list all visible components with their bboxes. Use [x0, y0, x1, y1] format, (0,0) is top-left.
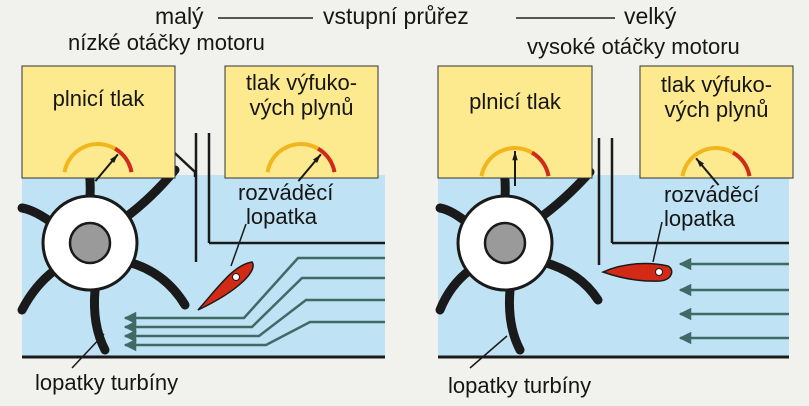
right-panel: [435, 65, 794, 369]
left-boost-gauge-needle-head: [110, 154, 118, 163]
right-exhaust-gauge-title-line1: tlak výfuko-: [660, 72, 773, 97]
right-exhaust-gauge-needle-head: [696, 158, 704, 167]
left-flow-arrow: [123, 276, 385, 334]
right-exhaust-gauge-title-line2: vých plynů: [664, 97, 769, 122]
right-boost-gauge-arc-normal: [479, 146, 533, 177]
label-large: velký: [624, 3, 677, 29]
right-vane-leader: [652, 221, 663, 263]
left-flow-arrow: [123, 256, 385, 325]
left-boost-gauge: [62, 142, 134, 182]
left-exhaust-gauge-title-line2: vých plynů: [249, 95, 354, 120]
label-small: malý: [155, 3, 204, 29]
right-exhaust-gauge-arc-high: [731, 150, 752, 177]
right-vane-label-line1: rozváděcí: [664, 182, 760, 207]
left-boost-gauge-arc-high: [113, 146, 134, 173]
left-vane-leader: [230, 223, 247, 267]
left-exhaust-gauge-arc-normal: [265, 142, 319, 173]
left-exhaust-gauge-arc-high: [316, 146, 337, 173]
left-vane-label-line2: lopatka: [246, 204, 317, 229]
left-boost-gauge-arc-normal: [62, 142, 116, 173]
left-flow-arrow: [123, 298, 385, 343]
right-boost-gauge-arc-high: [530, 150, 551, 177]
right-vane-label-line2: lopatka: [664, 206, 735, 231]
right-boost-gauge-title: plnicí tlak: [469, 89, 561, 114]
left-exhaust-gauge-title-line1: tlak výfuko-: [245, 70, 358, 95]
right-exhaust-gauge-arc-normal: [680, 146, 734, 177]
left-exhaust-gauge: [265, 142, 337, 182]
right-vane-pivot: [655, 268, 663, 276]
left-vane-pivot: [232, 273, 240, 281]
right-guide-vane: [600, 262, 673, 282]
left-exhaust-gauge-needle-head: [313, 154, 321, 163]
left-panel: [17, 65, 385, 369]
left-vane-label-line1: rozváděcí: [238, 180, 334, 205]
left-flow-arrow: [123, 320, 385, 352]
label-high-engine-speed: vysoké otáčky motoru: [527, 34, 740, 59]
left-boost-gauge-box: [21, 65, 176, 179]
label-cross-section: vstupní průřez: [323, 3, 469, 29]
left-turbine-blades-label: lopatky turbíny: [35, 370, 179, 395]
left-turbine-leader: [71, 333, 105, 369]
right-boost-gauge: [479, 146, 551, 186]
right-turbine-blades-label: lopatky turbíny: [448, 373, 592, 398]
right-exhaust-gauge: [680, 146, 752, 186]
right-turbine-leader: [469, 335, 508, 369]
left-guide-vane: [197, 261, 254, 311]
right-turbine-hub: [483, 221, 527, 265]
right-boost-gauge-needle-head: [512, 151, 518, 161]
left-boost-gauge-title: plnicí tlak: [52, 86, 145, 111]
left-exhaust-gauge-box: [224, 65, 379, 179]
left-turbine-hub: [68, 221, 112, 265]
left-flow-arrows: [123, 256, 385, 352]
right-exhaust-gauge-box: [639, 65, 794, 179]
label-low-engine-speed: nízké otáčky motoru: [68, 30, 265, 55]
right-flow-arrows: [678, 257, 789, 345]
